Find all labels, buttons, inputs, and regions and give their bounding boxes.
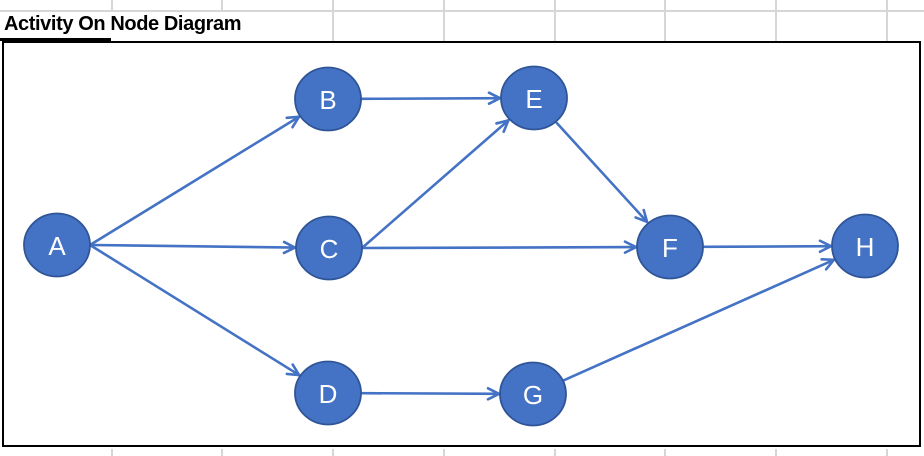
node-A[interactable]: A xyxy=(23,212,91,278)
node-E[interactable]: E xyxy=(500,65,568,131)
gridline xyxy=(775,449,777,456)
gridline xyxy=(332,449,334,456)
node-label: D xyxy=(319,379,338,409)
gridline xyxy=(886,0,888,11)
node-D[interactable]: D xyxy=(294,360,362,426)
gridline xyxy=(332,12,334,41)
gridline xyxy=(0,10,924,12)
node-H[interactable]: H xyxy=(831,213,899,279)
gridline xyxy=(775,12,777,41)
gridline xyxy=(443,0,445,11)
node-circle xyxy=(294,66,362,132)
node-label: C xyxy=(320,234,339,264)
node-label: A xyxy=(48,231,66,261)
node-circle xyxy=(500,65,568,131)
edge-connector-A-B[interactable] xyxy=(88,115,302,247)
edge-connector-B-E[interactable] xyxy=(360,91,503,106)
gridline xyxy=(886,12,888,41)
gridline xyxy=(664,12,666,41)
node-label: F xyxy=(662,233,678,263)
title-cell[interactable]: Activity On Node Diagram xyxy=(0,11,242,41)
edge-connector-C-E[interactable] xyxy=(360,118,511,250)
gridline xyxy=(554,449,556,456)
gridline xyxy=(221,0,223,11)
edge-connector-G-H[interactable] xyxy=(562,257,837,382)
node-F[interactable]: F xyxy=(636,214,704,280)
gridline xyxy=(664,0,666,11)
node-label: G xyxy=(523,380,543,410)
edge-connector-A-C[interactable] xyxy=(88,240,298,255)
node-circle xyxy=(295,215,363,281)
gridline xyxy=(111,0,113,11)
gridline xyxy=(221,449,223,456)
node-circle xyxy=(294,360,362,426)
gridline xyxy=(443,12,445,41)
edge-connector-C-F[interactable] xyxy=(360,240,639,254)
edge-connector-A-D[interactable] xyxy=(88,243,302,377)
node-circle xyxy=(831,213,899,279)
node-circle xyxy=(636,214,704,280)
node-label: B xyxy=(319,85,336,115)
gridline xyxy=(664,449,666,456)
gridline xyxy=(775,0,777,11)
gridline xyxy=(554,12,556,41)
node-label: E xyxy=(525,84,542,114)
node-label: H xyxy=(856,232,875,262)
edge-connector-E-F[interactable] xyxy=(555,121,650,225)
gridline xyxy=(332,0,334,11)
node-C[interactable]: C xyxy=(295,215,363,281)
gridline xyxy=(554,0,556,11)
node-B[interactable]: B xyxy=(294,66,362,132)
gridline xyxy=(443,449,445,456)
gridline xyxy=(886,449,888,456)
diagram-canvas[interactable] xyxy=(2,41,921,447)
node-G[interactable]: G xyxy=(499,361,567,427)
node-circle xyxy=(23,212,91,278)
gridline xyxy=(111,449,113,456)
edge-connector-F-H[interactable] xyxy=(702,239,834,254)
edge-connector-D-G[interactable] xyxy=(360,386,502,401)
node-circle xyxy=(499,361,567,427)
page-title: Activity On Node Diagram xyxy=(4,13,242,35)
